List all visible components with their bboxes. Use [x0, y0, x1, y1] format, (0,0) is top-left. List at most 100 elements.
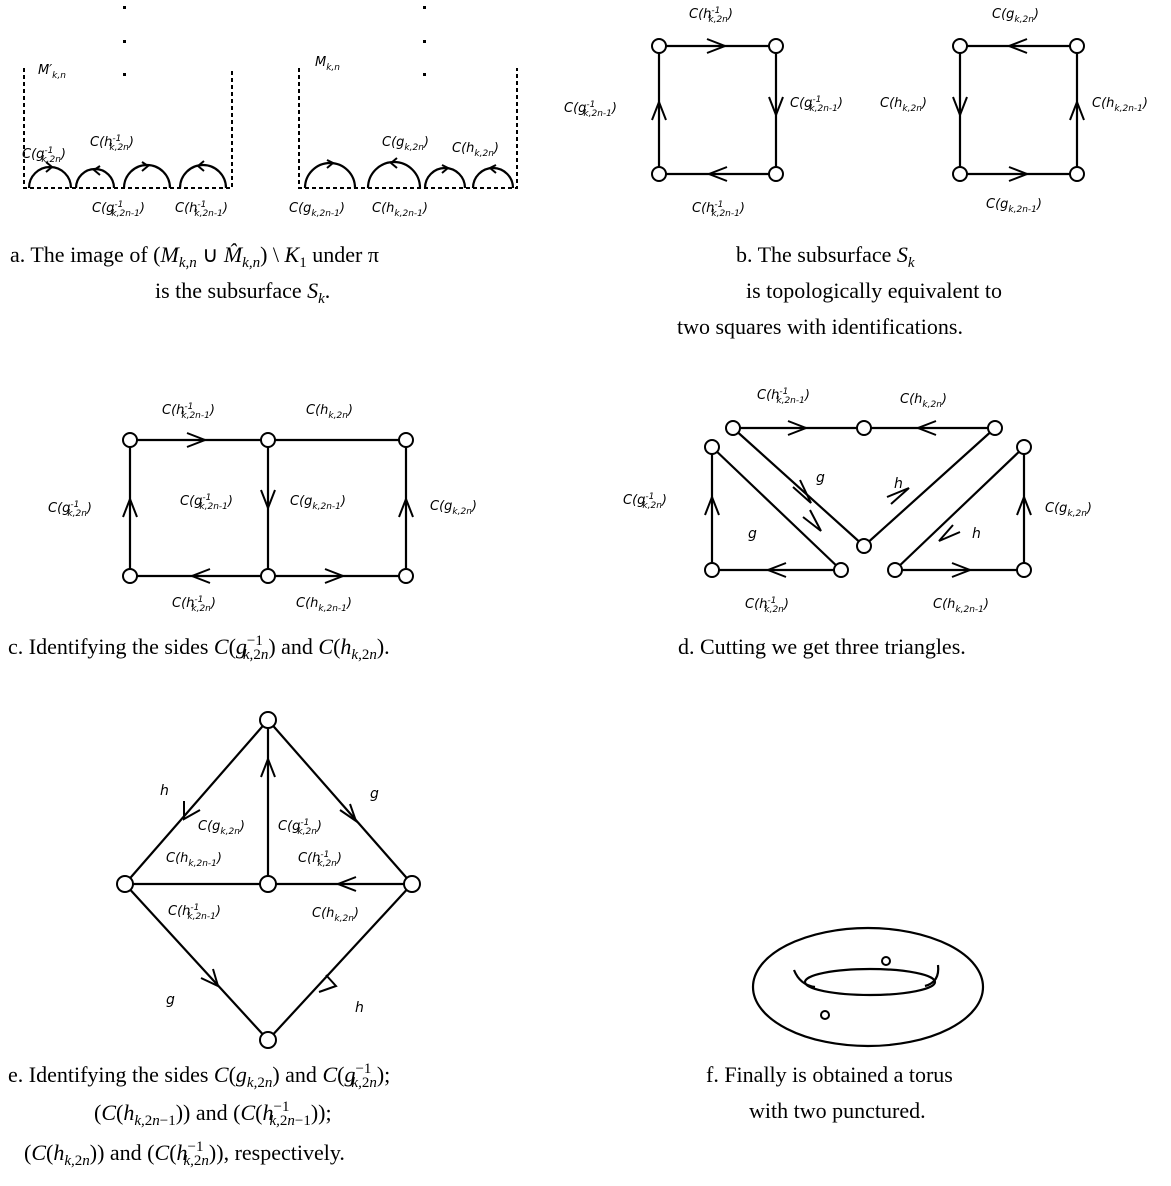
ellipsis-dots [123, 6, 426, 76]
arc-g-inv-2n1 [122, 163, 172, 189]
label-d-h-bottom: h [972, 526, 981, 542]
vertex [952, 38, 968, 54]
label-d-h-top: h [894, 476, 903, 492]
label-m: Mk,n [315, 55, 340, 73]
vertex [1016, 562, 1032, 578]
vertex [856, 538, 872, 554]
caption-f-line1: f. Finally is obtained a torus [706, 1062, 953, 1087]
vertex [398, 568, 414, 584]
label-d-h-2n1: C(hk,2n-1) [933, 597, 989, 615]
label-e-g-2n: C(gk,2n) [198, 819, 245, 837]
label-d-g-top: g [816, 470, 825, 486]
vertex [259, 711, 277, 729]
vertex [768, 38, 784, 54]
label-a-g-2n1: C(gk,2n-1) [289, 201, 345, 219]
arc-g-2n1 [303, 161, 357, 189]
label-e-h-bottom: h [355, 1000, 364, 1016]
label-c-h-2n1: C(hk,2n-1) [296, 596, 352, 614]
vertex [259, 875, 277, 893]
region-boundary-left [23, 68, 233, 189]
label-e-g-bottom: g [166, 992, 175, 1008]
vertex [651, 166, 667, 182]
label-b-h-2n1: C(hk,2n-1) [1092, 96, 1148, 114]
label-e-h-top: h [160, 783, 169, 799]
caption-a-line1: a. The image of (Mk,n ∪ M̂k,n) \ K1 unde… [10, 242, 379, 271]
label-c-g-2n: C(gk,2n) [430, 499, 477, 517]
vertex [725, 420, 741, 436]
puncture [820, 1010, 830, 1020]
vertex [260, 432, 276, 448]
arc-g-2n [366, 160, 422, 189]
torus-hole [803, 967, 937, 997]
vertex [651, 38, 667, 54]
panel-f: f. Finally is obtained a torus with two … [706, 926, 985, 1123]
caption-a-line2: is the subsurface Sk. [155, 278, 330, 307]
caption-b-line3: two squares with identifications. [677, 314, 963, 339]
caption-d: d. Cutting we get three triangles. [678, 634, 966, 659]
label-d-g-2n: C(gk,2n) [1045, 501, 1092, 519]
vertex [398, 432, 414, 448]
vertex [704, 562, 720, 578]
label-m-prime: M′k,n [38, 63, 66, 81]
label-a-g-2n: C(gk,2n) [382, 135, 429, 153]
label-e-h-2n1: C(hk,2n-1) [166, 851, 222, 869]
label-c-g-2n1: C(gk,2n-1) [290, 494, 346, 512]
arc-h-inv-2n1 [178, 163, 228, 189]
label-d-g-bottom: g [748, 526, 757, 542]
label-b-g-2n: C(gk,2n) [992, 7, 1039, 25]
vertex [704, 439, 720, 455]
vertex [122, 568, 138, 584]
label-a-h-2n1: C(hk,2n-1) [372, 201, 428, 219]
vertex [403, 875, 421, 893]
vertex [952, 166, 968, 182]
label-c-h-2n: C(hk,2n) [306, 403, 353, 421]
label-e-h-2n: C(hk,2n) [312, 906, 359, 924]
vertex [1069, 38, 1085, 54]
vertex [122, 432, 138, 448]
vertex [768, 166, 784, 182]
caption-b-line2: is topologically equivalent to [746, 278, 1002, 303]
label-e-g-top: g [370, 786, 379, 802]
vertex [1016, 439, 1032, 455]
label-b-g-2n1: C(gk,2n-1) [986, 197, 1042, 215]
vertex [1069, 166, 1085, 182]
arc-h-2n [471, 166, 515, 189]
torus-outline [751, 926, 985, 1048]
label-a-h-2n: C(hk,2n) [452, 141, 499, 159]
caption-f-line2: with two punctured. [749, 1098, 926, 1123]
vertex [856, 420, 872, 436]
vertex [116, 875, 134, 893]
vertex [260, 568, 276, 584]
label-d-h-2n: C(hk,2n) [900, 392, 947, 410]
vertex [987, 420, 1003, 436]
vertex [887, 562, 903, 578]
caption-b-line1: b. The subsurface Sk [736, 242, 915, 271]
vertex [833, 562, 849, 578]
caption-e-line1: e. Identifying the sides C(gk,2n) and C(… [8, 1061, 390, 1091]
